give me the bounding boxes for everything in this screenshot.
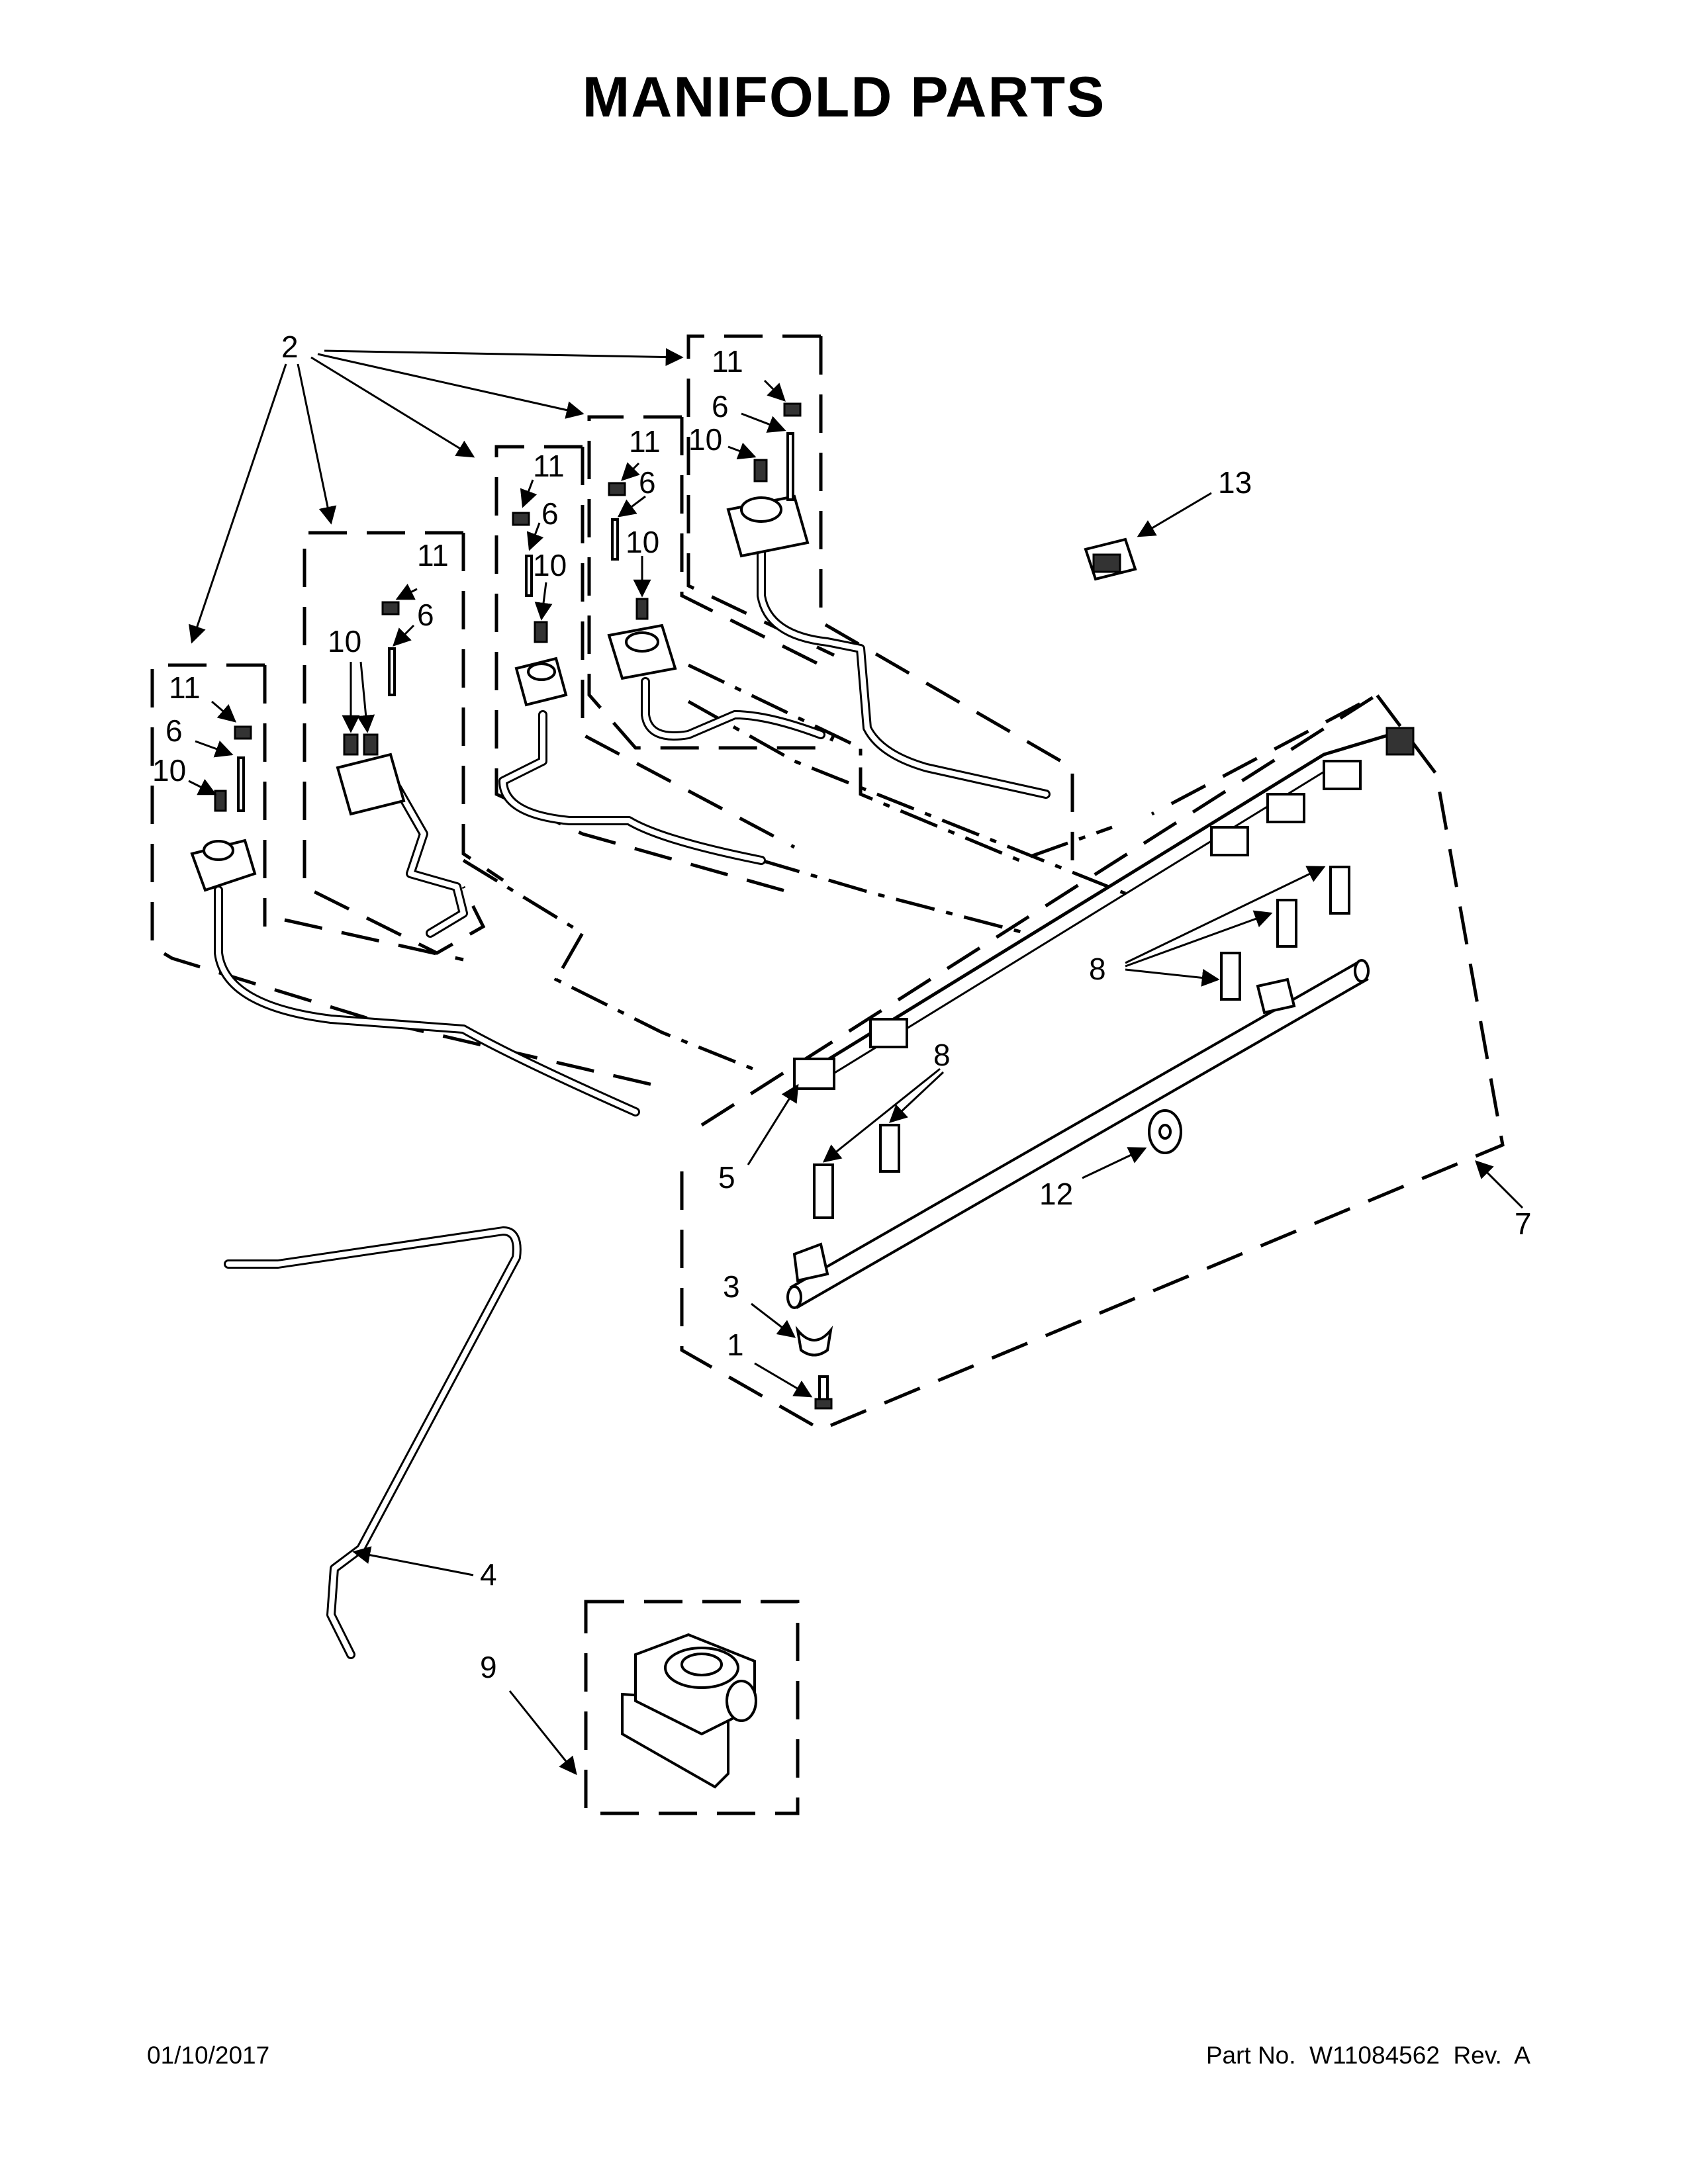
callout-6-b: 6 [639, 465, 656, 500]
spark-module-4 [1266, 793, 1305, 823]
supply-tube [224, 1226, 522, 1659]
burner-assembly-5 [726, 402, 810, 558]
callout-5: 5 [718, 1160, 735, 1195]
callout-11-b: 11 [629, 424, 661, 459]
burner-tube-left [214, 886, 640, 1116]
terminal-connector [1084, 537, 1137, 581]
spark-module-3 [1210, 826, 1249, 856]
callout-9: 9 [480, 1650, 497, 1684]
burner-assembly-left [190, 725, 257, 892]
callout-6-a: 6 [712, 389, 729, 424]
harness-connector [1385, 727, 1415, 756]
callout-labels: 2 11 6 10 11 6 10 11 6 10 11 6 10 11 6 1… [152, 330, 1532, 1684]
ignition-harness [793, 727, 1415, 1090]
callout-3: 3 [723, 1269, 740, 1304]
callout-10-e: 10 [152, 753, 186, 788]
spark-module-1 [793, 1058, 835, 1090]
callout-4: 4 [480, 1557, 497, 1592]
callout-10-d: 10 [328, 624, 361, 659]
callout-11-d: 11 [417, 538, 449, 572]
manifold-brackets [792, 978, 1296, 1283]
valve-5 [1329, 866, 1350, 915]
valve-4 [1276, 899, 1297, 948]
orifice-washer [1148, 1109, 1182, 1154]
callout-8-lower: 8 [933, 1038, 951, 1072]
manifold-frame [680, 692, 1505, 1432]
burner-assembly-2 [336, 601, 406, 816]
valve-2 [879, 1124, 900, 1173]
manifold-pipe [786, 959, 1370, 1309]
valve-1 [813, 1163, 834, 1219]
callout-11-a: 11 [712, 344, 743, 379]
mounting-screw [814, 1375, 833, 1410]
callout-6-c: 6 [541, 496, 559, 531]
footer-part-number: Part No. W11084562 Rev. A [1205, 2042, 1530, 2069]
callout-1: 1 [727, 1328, 744, 1362]
valve-3 [1220, 952, 1241, 1001]
callout-13: 13 [1218, 465, 1252, 500]
callout-11-e: 11 [169, 670, 201, 705]
callout-10-a: 10 [688, 422, 722, 457]
valve-group-lower [813, 866, 1350, 1219]
pressure-regulator [621, 1633, 757, 1789]
burner-frame-left [150, 663, 663, 1087]
callout-6-d: 6 [417, 598, 434, 632]
burner-tube-3 [498, 710, 766, 865]
burner-frame-2 [284, 531, 504, 962]
burner-assembly-3 [512, 512, 568, 707]
burner-parts [190, 402, 810, 892]
callout-7: 7 [1515, 1206, 1532, 1241]
spark-module-5 [1323, 760, 1362, 790]
callout-10-c: 10 [533, 548, 567, 582]
burner-frame-5 [686, 334, 1074, 860]
burner-frame-3 [494, 445, 796, 895]
page-title: MANIFOLD PARTS [582, 66, 1106, 129]
burner-tube-2 [393, 783, 468, 938]
spark-module-2 [869, 1018, 908, 1048]
regulator-frame [584, 1600, 800, 1815]
connection-lines [462, 663, 1126, 1074]
footer-date: 01/10/2017 [147, 2042, 270, 2069]
burner-tube-4 [641, 677, 825, 741]
callout-11-c: 11 [533, 449, 565, 483]
callout-8-upper: 8 [1089, 952, 1106, 986]
leader-lines [188, 348, 1524, 1776]
callout-2: 2 [281, 330, 299, 364]
callout-10-b: 10 [626, 525, 659, 559]
burner-assembly-4 [607, 482, 677, 680]
callout-6-e: 6 [165, 713, 183, 748]
burner-tube-5 [757, 545, 1051, 799]
pipe-clamp [795, 1326, 833, 1357]
bracket-left [792, 1242, 829, 1283]
burner-frame-4 [587, 415, 836, 750]
bracket-right [1256, 978, 1296, 1015]
callout-12: 12 [1039, 1177, 1073, 1211]
